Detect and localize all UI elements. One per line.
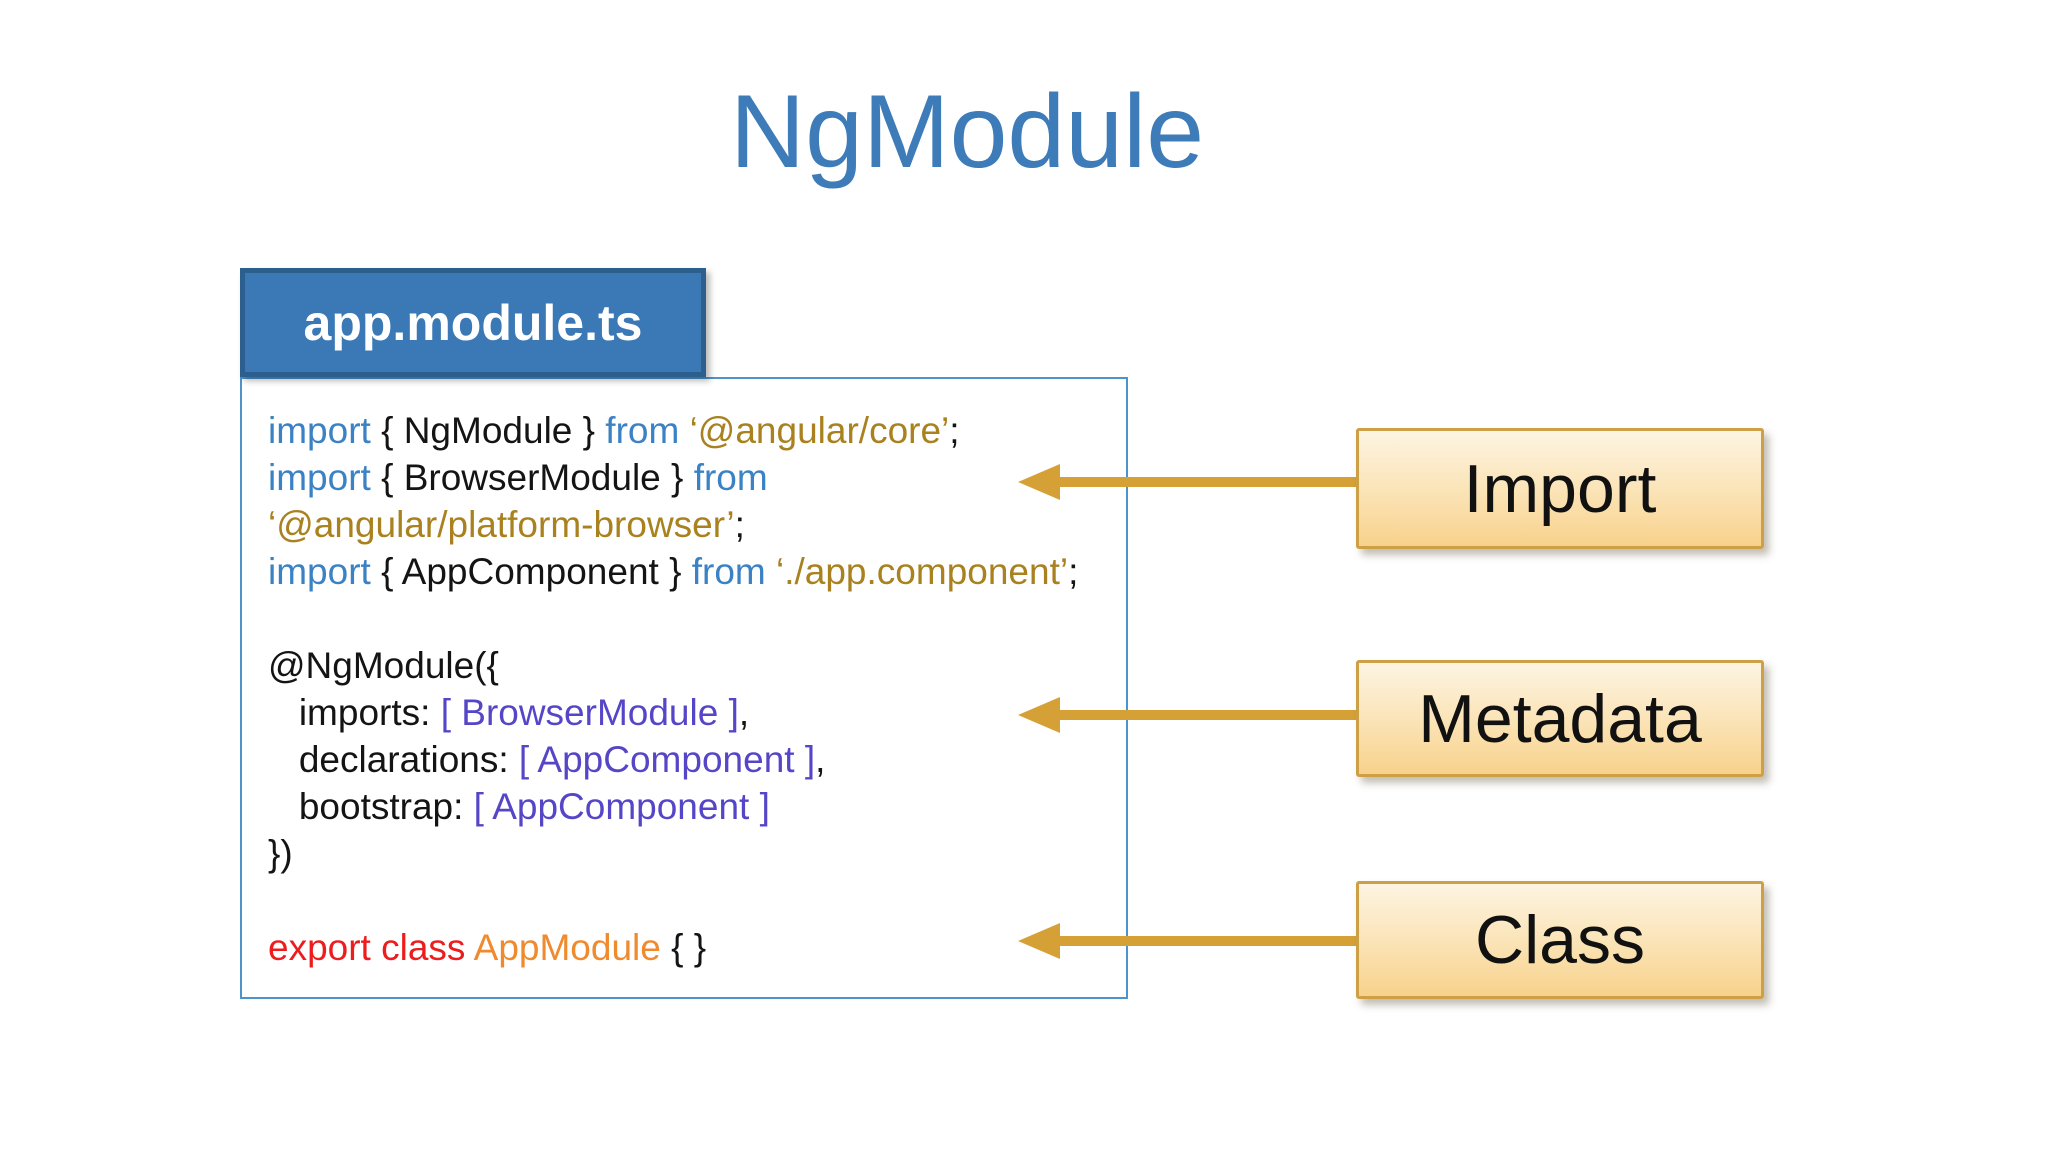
code-token: ‘./app.component’ <box>776 551 1069 592</box>
code-token: { AppComponent } <box>381 551 692 592</box>
code-token: from <box>691 551 776 592</box>
code-token: imports: <box>268 692 441 733</box>
code-token: from <box>693 457 768 498</box>
label-box-import: Import <box>1356 428 1764 549</box>
code-token: }) <box>268 833 293 874</box>
code-token: [ AppComponent ] <box>518 739 816 780</box>
code-token: ; <box>734 504 745 545</box>
code-panel: import { NgModule } from ‘@angular/core’… <box>240 377 1128 999</box>
code-token: , <box>815 739 826 780</box>
code-token: import <box>268 410 382 451</box>
label-box-class: Class <box>1356 881 1764 999</box>
code-token: ‘@angular/core’ <box>689 410 950 451</box>
code-token: { } <box>671 927 707 968</box>
page-title: NgModule <box>730 74 1205 190</box>
code-token: declarations: <box>268 739 519 780</box>
code-line: export class AppModule { } <box>268 924 1126 971</box>
code-token: { NgModule } <box>381 410 606 451</box>
code-line <box>268 877 1126 924</box>
code-token: ‘@angular/platform-browser’ <box>268 504 735 545</box>
code-line: declarations: [ AppComponent ], <box>268 736 1126 783</box>
arrowhead-left-icon <box>1018 923 1060 959</box>
code-token: @NgModule({ <box>268 645 499 686</box>
code-line <box>268 595 1126 642</box>
code-line: bootstrap: [ AppComponent ] <box>268 783 1126 830</box>
code-token: from <box>605 410 690 451</box>
code-token: { BrowserModule } <box>381 457 694 498</box>
arrow-import <box>1018 464 1360 500</box>
code-token: bootstrap: <box>268 786 474 827</box>
code-token: [ AppComponent ] <box>473 786 770 827</box>
label-box-metadata: Metadata <box>1356 660 1764 777</box>
filename-tab: app.module.ts <box>240 268 706 377</box>
code-token: export class <box>268 927 474 968</box>
code-line: import { BrowserModule } from <box>268 454 1126 501</box>
code-line: ‘@angular/platform-browser’; <box>268 501 1126 548</box>
arrow-class <box>1018 923 1360 959</box>
code-line: @NgModule({ <box>268 642 1126 689</box>
code-token: , <box>738 692 750 733</box>
code-line: imports: [ BrowserModule ], <box>268 689 1126 736</box>
label-box-class-text: Class <box>1474 902 1646 978</box>
code-token: [ BrowserModule ] <box>440 692 739 733</box>
arrow-metadata <box>1018 697 1360 733</box>
code-token: ; <box>949 410 960 451</box>
arrowhead-left-icon <box>1018 697 1060 733</box>
label-box-metadata-text: Metadata <box>1418 680 1702 757</box>
code-token: import <box>268 457 382 498</box>
filename-tab-label: app.module.ts <box>303 294 643 351</box>
code-token: AppModule <box>473 927 672 968</box>
code-token: ; <box>1068 551 1079 592</box>
label-box-import-text: Import <box>1463 450 1657 527</box>
code-line: }) <box>268 830 1126 877</box>
code-token: import <box>268 551 382 592</box>
arrowhead-left-icon <box>1018 464 1060 500</box>
code-line: import { NgModule } from ‘@angular/core’… <box>268 407 1126 454</box>
code-line: import { AppComponent } from ‘./app.comp… <box>268 548 1126 595</box>
